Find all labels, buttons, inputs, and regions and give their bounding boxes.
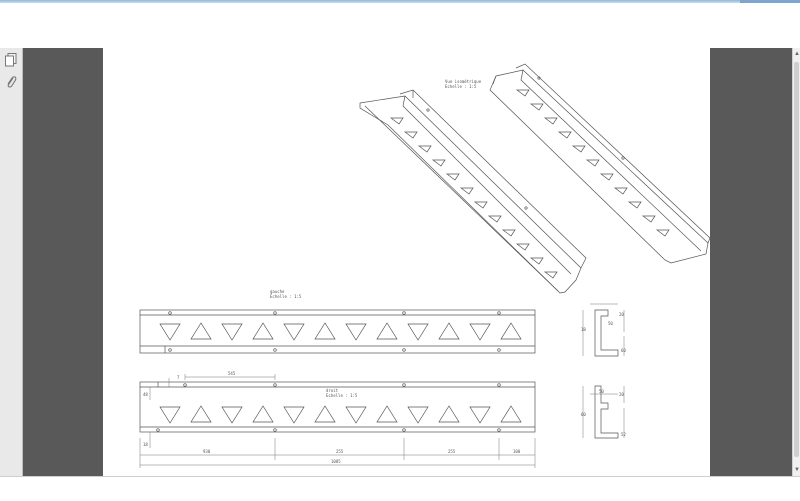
scroll-up-icon[interactable]: ▲ <box>794 51 800 57</box>
dim-545: 545 <box>228 371 236 376</box>
document-viewport[interactable]: Vue isométrique Echelle : 1:5 gauche Ech… <box>23 48 792 476</box>
window-controls[interactable] <box>740 0 800 4</box>
isometric-view <box>359 63 711 294</box>
right-view <box>139 381 536 433</box>
left-view-triangles <box>159 322 522 341</box>
scroll-thumb[interactable] <box>794 62 799 457</box>
dim-18: 18 <box>143 442 148 447</box>
pages-icon[interactable] <box>3 52 19 68</box>
toolbar-area <box>0 3 800 49</box>
status-bar <box>0 476 800 501</box>
navigation-panel <box>0 48 23 476</box>
sec2-mid: 60 <box>581 412 586 417</box>
right-view-title: droit <box>326 388 339 393</box>
dim-255a: 255 <box>336 449 344 454</box>
sec1-mid: 50 <box>608 321 613 326</box>
iso-scale: Echelle : 1:5 <box>445 84 477 89</box>
sec1-bot: 60 <box>621 348 626 353</box>
sec2-right: 20 <box>619 392 624 397</box>
section-view-right <box>582 385 625 439</box>
right-view-scale: Echelle : 1:5 <box>326 393 358 398</box>
sec1-right: 20 <box>619 312 624 317</box>
drawing-page: Vue isométrique Echelle : 1:5 gauche Ech… <box>103 48 711 476</box>
left-view <box>139 309 536 354</box>
dim-100: 100 <box>513 449 521 454</box>
technical-drawing: Vue isométrique Echelle : 1:5 gauche Ech… <box>139 63 711 468</box>
left-view-scale: Echelle : 1:5 <box>270 294 302 299</box>
sec1-top: 18 <box>581 327 586 332</box>
iso-right-cutouts <box>515 89 670 237</box>
vertical-scrollbar[interactable]: ▲ ▼ <box>792 48 800 476</box>
dim-48: 48 <box>143 392 148 397</box>
iso-title: Vue isométrique <box>445 79 482 84</box>
section-view-left <box>582 303 625 357</box>
dim-930: 930 <box>203 449 211 454</box>
right-view-dimensions <box>139 374 536 468</box>
dim-7: 7 <box>177 375 180 380</box>
scroll-down-icon[interactable]: ▼ <box>794 467 800 473</box>
sec2-bot: 52 <box>621 432 626 437</box>
iso-left-cutouts <box>389 117 558 279</box>
left-view-title: gauche <box>270 289 285 294</box>
paperclip-icon[interactable] <box>3 74 19 90</box>
dim-1085: 1085 <box>331 459 341 464</box>
dim-255b: 255 <box>448 449 456 454</box>
window-top-border <box>0 0 800 3</box>
sec2-top: 50 <box>599 389 604 394</box>
right-view-triangles <box>159 405 522 424</box>
